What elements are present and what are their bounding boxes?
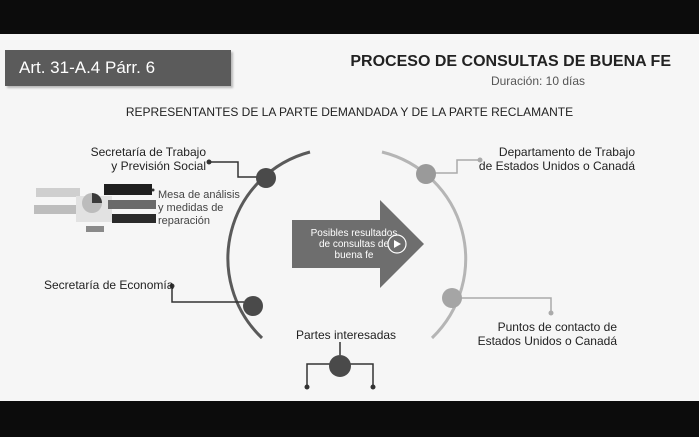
cycle-arc-left xyxy=(226,150,311,340)
connector-secretaria-economia xyxy=(171,286,244,303)
node-secretaria-trabajo xyxy=(256,168,276,188)
node-secretaria-economia xyxy=(243,296,263,316)
connector-secretaria-trabajo xyxy=(209,161,257,178)
connector-dot xyxy=(169,283,175,289)
connector-puntos xyxy=(460,297,552,312)
analysis-desk-icon xyxy=(34,184,156,232)
label-puntos-contacto: Puntos de contacto de Estados Unidos o C… xyxy=(477,320,617,348)
duration-label: Duración: 10 días xyxy=(490,74,586,88)
connector-dot xyxy=(548,310,554,316)
label-secretaria-economia: Secretaría de Economía xyxy=(44,278,174,292)
connector-dot xyxy=(206,159,212,165)
play-icon xyxy=(394,240,401,248)
results-arrow-label: Posibles resultados de consultas de buen… xyxy=(310,228,398,261)
label-mesa-analisis: Mesa de análisis y medidas de reparación xyxy=(158,189,240,227)
node-partes-interesadas xyxy=(329,355,351,377)
connector-dot xyxy=(304,384,310,390)
cycle-arc-right xyxy=(381,150,468,340)
node-puntos-contacto xyxy=(442,288,462,308)
connector-departamento xyxy=(435,159,480,174)
connector-dot xyxy=(370,384,376,390)
letterbox-bottom xyxy=(0,401,699,437)
node-departamento-trabajo xyxy=(416,164,436,184)
page-title: PROCESO DE CONSULTAS DE BUENA FE xyxy=(350,53,671,70)
diagram-heading: REPRESENTANTES DE LA PARTE DEMANDADA Y D… xyxy=(125,105,574,119)
label-partes-interesadas: Partes interesadas xyxy=(296,328,397,342)
label-secretaria-trabajo: Secretaría de Trabajo y Previsión Social xyxy=(90,145,206,173)
connector-dot xyxy=(477,157,483,163)
article-badge: Art. 31-A.4 Párr. 6 xyxy=(5,50,231,86)
play-icon-ring xyxy=(387,234,407,254)
label-departamento-trabajo: Departamento de Trabajo de Estados Unido… xyxy=(478,145,635,173)
letterbox-top xyxy=(0,0,699,34)
results-arrow xyxy=(292,200,424,288)
